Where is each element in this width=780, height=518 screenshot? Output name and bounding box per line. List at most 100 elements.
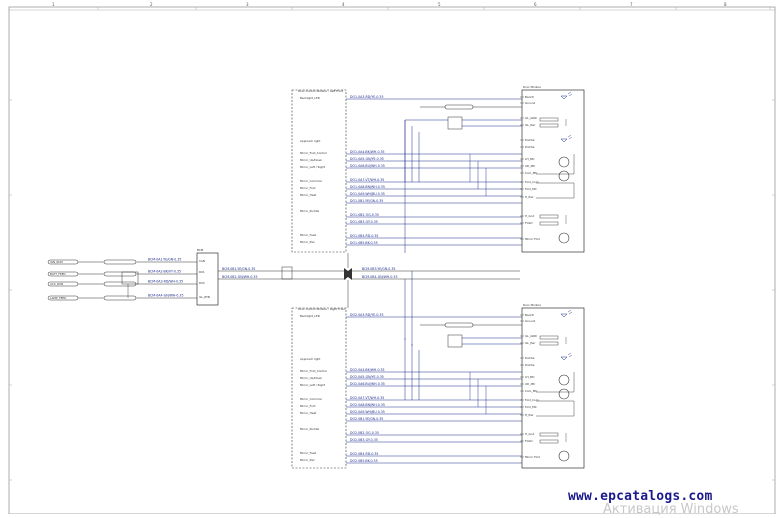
pin-label: Approach light bbox=[300, 357, 321, 361]
wire-label: DO1-0B3-GY-0.35 bbox=[350, 220, 378, 224]
pin-label: Mirror_Feed bbox=[300, 451, 317, 455]
mirror-pin-label: ILL_GND bbox=[525, 334, 537, 338]
led-icon bbox=[560, 95, 568, 100]
led-ray bbox=[568, 136, 573, 140]
site-watermark: www.epcatalogs.com bbox=[568, 489, 713, 504]
mirror-pin-label: H_Gnd bbox=[525, 432, 534, 436]
motor-icon bbox=[558, 156, 570, 168]
pin-label: Mirror_Pwr bbox=[300, 458, 316, 462]
led-ray bbox=[568, 93, 573, 97]
wire-label: DO2-0A7-VT/WH-0.35 bbox=[350, 396, 384, 400]
column-number: 5 bbox=[438, 2, 441, 7]
wire-label: DO1-0B5-BK-0.35 bbox=[350, 241, 378, 245]
upper-mirror-connector: Door Module BackltGroundILL_GNDILL_PwrPu… bbox=[520, 85, 585, 253]
wire-label: DO2-0B3-GY-0.35 bbox=[350, 438, 378, 442]
led-ray bbox=[567, 352, 572, 356]
bcm-pin-label: RX2 bbox=[199, 281, 205, 285]
mirror-pin-label: UD_Mtr bbox=[525, 382, 536, 386]
feed-connector bbox=[47, 281, 79, 287]
upper-module-box bbox=[291, 89, 347, 253]
motor-icon bbox=[558, 388, 570, 400]
splice-node bbox=[344, 268, 352, 280]
wire-label: DO2-0B2-OG-0.35 bbox=[350, 431, 379, 435]
mirror-pin-label: Com_Mtr bbox=[525, 171, 538, 175]
feed-connector bbox=[47, 295, 79, 301]
pin-label: Mirror_Up/Down bbox=[300, 158, 323, 162]
mirror-pin-label: Puddle bbox=[525, 356, 535, 360]
bcm-pin-label: ILL_RTN bbox=[199, 295, 210, 299]
resistor-symbol bbox=[539, 432, 559, 437]
led-ray bbox=[568, 311, 573, 315]
led-icon bbox=[560, 313, 568, 318]
mirror-pin-label: Mirror Fold bbox=[525, 237, 540, 241]
feed-input-label: LAMP_FEED bbox=[50, 296, 66, 300]
windows-activation-notice: Активация Windows bbox=[603, 502, 739, 517]
mirror-pin-label: LH_Mtr bbox=[525, 375, 536, 379]
wire-label: DO1-0A4-BK/WH-0.35 bbox=[350, 150, 385, 154]
mirror-pin-label: H_Gnd bbox=[525, 214, 534, 218]
fold-bracket bbox=[536, 182, 575, 199]
column-number: 1 bbox=[52, 2, 55, 7]
motor-icon bbox=[558, 374, 570, 386]
wire-label: DO1-0A7-VT/WH-0.35 bbox=[350, 178, 384, 182]
wire-label: DO2-0A8-BN/WH-0.35 bbox=[350, 403, 385, 407]
inline-fuse bbox=[103, 259, 137, 265]
mirror-pin-label: Ground bbox=[525, 101, 536, 105]
wire-label: DO2-0A4-BK/WH-0.35 bbox=[350, 368, 385, 372]
wire-label: DO2-0A6-BU/WH-0.35 bbox=[350, 382, 385, 386]
upper-module-header: Door Control Module – Left Front bbox=[298, 89, 344, 93]
resistor-symbol bbox=[539, 439, 559, 444]
feed-wire-label: BCM-0A3-RD/WH-0.35 bbox=[148, 280, 183, 284]
mirror-pin-label: Fold_Com bbox=[525, 398, 539, 402]
column-number: 4 bbox=[342, 2, 345, 7]
feed-input-label: IGN_RUN bbox=[50, 260, 63, 264]
column-number: 2 bbox=[150, 2, 153, 7]
mirror-pin-label: Puddle bbox=[525, 363, 535, 367]
fold-bracket bbox=[536, 372, 575, 393]
mirror-pin-label: LH_Mtr bbox=[525, 157, 536, 161]
pin-label: Mirror_Left / Right bbox=[300, 165, 326, 169]
mirror-pin-label: Fold_Mtr bbox=[525, 405, 538, 409]
resistor-symbol bbox=[539, 221, 559, 226]
feed-input-label: ACC_RUN bbox=[50, 282, 63, 286]
mirror-pin-label: H_Pwr bbox=[525, 413, 534, 417]
mirror-pin-label: Puddle bbox=[525, 138, 535, 142]
lower-mirror-box bbox=[521, 307, 585, 469]
lower-module-header: Door Control Module – Right Front bbox=[298, 307, 346, 311]
led-ray bbox=[567, 134, 572, 138]
wire-label: DO2-0B5-BK-0.35 bbox=[350, 459, 378, 463]
wire-label: DO1-0A9-WH/BU-0.35 bbox=[350, 192, 385, 196]
relay-symbol bbox=[447, 116, 463, 130]
wire-label: DO1-0A5-GN/YE-0.35 bbox=[350, 157, 384, 161]
motor-icon bbox=[558, 450, 570, 462]
led-icon bbox=[560, 356, 568, 361]
resistor-symbol bbox=[539, 335, 559, 340]
wire-label: DO2-0B4-RD-0.35 bbox=[350, 452, 378, 456]
mirror-pin-label: Backlt bbox=[525, 313, 535, 317]
mirror-pin-label: Puddle bbox=[525, 145, 535, 149]
fuse-symbol bbox=[444, 104, 474, 110]
feed-wire-label: BCM-0A2-BK/VT-0.35 bbox=[148, 270, 181, 274]
upper-mirror-ref: Door Module bbox=[523, 85, 541, 89]
connector-symbol bbox=[281, 266, 293, 280]
mirror-pin-label: ILL_GND bbox=[525, 116, 537, 120]
upper-door-module: Door Control Module – Left Front Backlig… bbox=[291, 89, 522, 253]
mirror-pin-label: Mirror Fold bbox=[525, 455, 540, 459]
column-number: 8 bbox=[724, 2, 727, 7]
pin-label: Mirror_Pwr bbox=[300, 240, 316, 244]
feed-input-label: BATT_FEED bbox=[50, 272, 66, 276]
feed-connector bbox=[47, 259, 79, 265]
wire-label: DO1-0B1-YE/GN-0.35 bbox=[350, 199, 383, 203]
lower-door-module: Door Control Module – Right Front Backli… bbox=[291, 307, 522, 469]
splice-label: BCM-0B2-GN/WH-0.35 bbox=[222, 275, 258, 279]
led-ray bbox=[568, 354, 573, 358]
fold-bracket bbox=[536, 400, 575, 417]
relay-symbol bbox=[447, 334, 463, 348]
pin-label: Mirror_Fold_Control bbox=[300, 151, 327, 155]
led-icon bbox=[560, 138, 568, 143]
bcm-pin-label: RX1 bbox=[199, 270, 205, 274]
